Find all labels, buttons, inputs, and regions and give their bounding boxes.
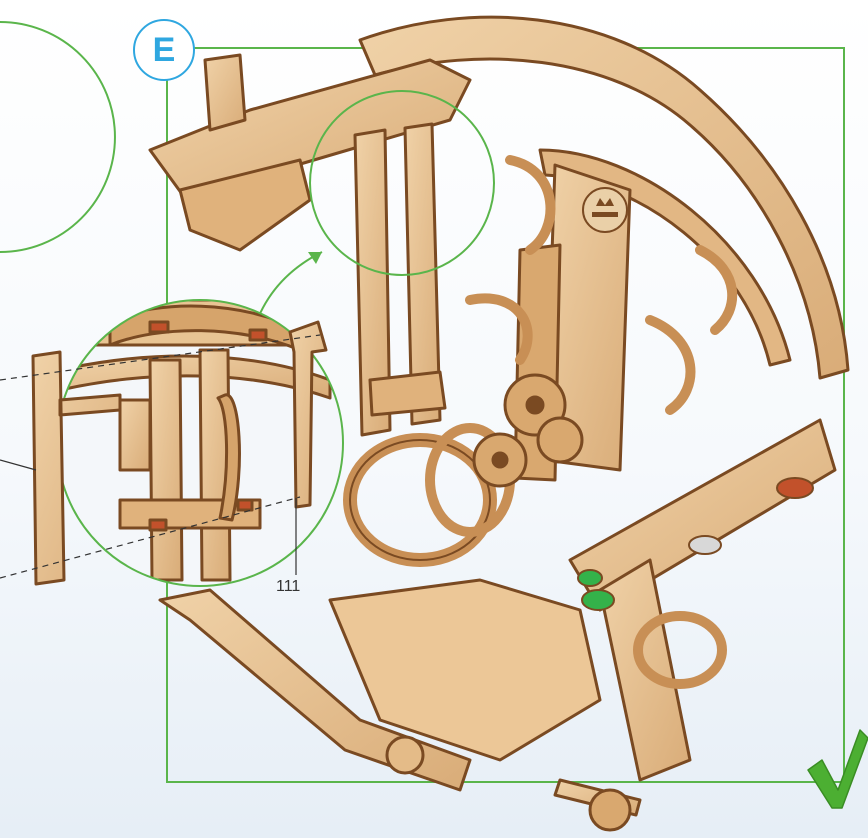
previous-zoom-circle <box>0 22 115 252</box>
guide-line-solid <box>0 460 36 470</box>
ugears-logo <box>583 188 627 232</box>
zoom-arrow <box>258 252 322 318</box>
step-badge: E <box>133 19 195 81</box>
part-number-label: 111 <box>276 578 300 596</box>
step-letter: E <box>153 31 176 70</box>
checkmark-icon <box>808 730 868 808</box>
